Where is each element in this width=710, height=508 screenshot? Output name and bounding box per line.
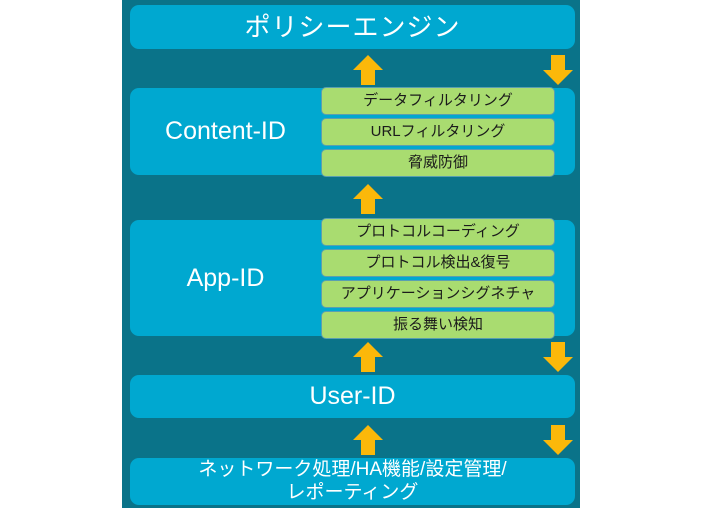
stage-content-id-items: データフィルタリング URLフィルタリング 脅威防御 <box>321 86 575 177</box>
arrow-down-icon <box>541 423 575 457</box>
stage-app-id-items: プロトコルコーディング プロトコル検出&復号 アプリケーションシグネチャ 振る舞… <box>321 217 575 339</box>
list-item: プロトコル検出&復号 <box>321 248 555 277</box>
policy-engine-label: ポリシーエンジン <box>244 12 461 42</box>
arrow-up-icon <box>351 53 385 87</box>
arrow-up-icon <box>351 340 385 374</box>
policy-engine-bar: ポリシーエンジン <box>130 5 575 49</box>
stage-user-id: User-ID <box>130 375 575 418</box>
stage-content-id-label: Content-ID <box>165 117 286 145</box>
stage-content-id: Content-ID データフィルタリング URLフィルタリング 脅威防御 <box>130 86 575 177</box>
arrow-down-icon <box>541 53 575 87</box>
list-item: URLフィルタリング <box>321 117 555 146</box>
arrow-up-icon <box>351 182 385 216</box>
arrow-up-icon <box>351 423 385 457</box>
infrastructure-label: ネットワーク処理/HA機能/設定管理/ レポーティング <box>198 459 507 503</box>
list-item: プロトコルコーディング <box>321 217 555 246</box>
stage-app-id-label: App-ID <box>186 263 265 292</box>
infrastructure-bar: ネットワーク処理/HA機能/設定管理/ レポーティング <box>130 458 575 505</box>
list-item: データフィルタリング <box>321 86 555 115</box>
list-item: アプリケーションシグネチャ <box>321 279 555 308</box>
list-item: 脅威防御 <box>321 148 555 177</box>
stage-user-id-label: User-ID <box>309 382 396 410</box>
list-item: 振る舞い検知 <box>321 310 555 339</box>
arrow-down-icon <box>541 340 575 374</box>
stage-app-id: App-ID プロトコルコーディング プロトコル検出&復号 アプリケーションシグ… <box>130 217 575 339</box>
diagram-container: ポリシーエンジン Content-ID データフィルタリング URLフィルタリン… <box>122 0 580 508</box>
